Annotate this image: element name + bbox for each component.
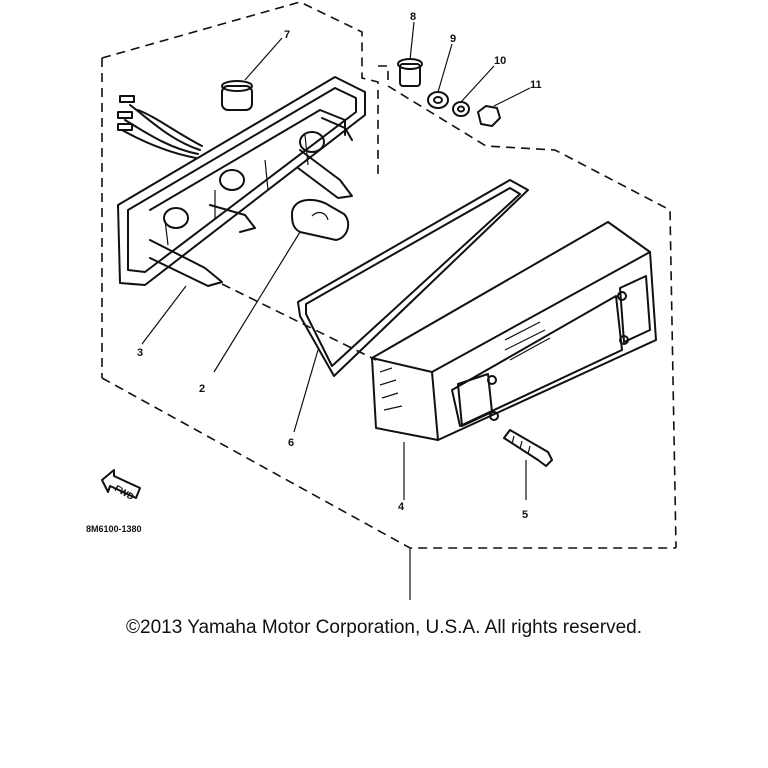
callout-8: 8 [410,11,416,23]
callout-7: 7 [284,29,290,41]
callout-6: 6 [288,437,294,449]
callout-4: 4 [398,501,405,513]
callout-2: 2 [199,383,205,395]
callout-5: 5 [522,509,528,521]
assembly-boundary [101,1,677,600]
callout-3: 3 [137,347,143,359]
wire-harness [117,95,203,159]
lens-cover [371,221,657,500]
gasket [293,179,529,433]
part-code: 8M6100-1380 [86,524,142,534]
callout-11: 11 [530,79,542,91]
fwd-label: FWD [113,483,136,502]
base-housing [117,76,366,287]
copyright-notice: ©2013 Yamaha Motor Corporation, U.S.A. A… [126,617,642,638]
screw [503,429,553,500]
hardware-set [397,21,531,127]
grommet [221,37,283,111]
fwd-arrow-icon: FWD [101,469,141,502]
callout-10: 10 [494,55,506,67]
bulb [213,198,350,373]
callout-9: 9 [450,33,456,45]
